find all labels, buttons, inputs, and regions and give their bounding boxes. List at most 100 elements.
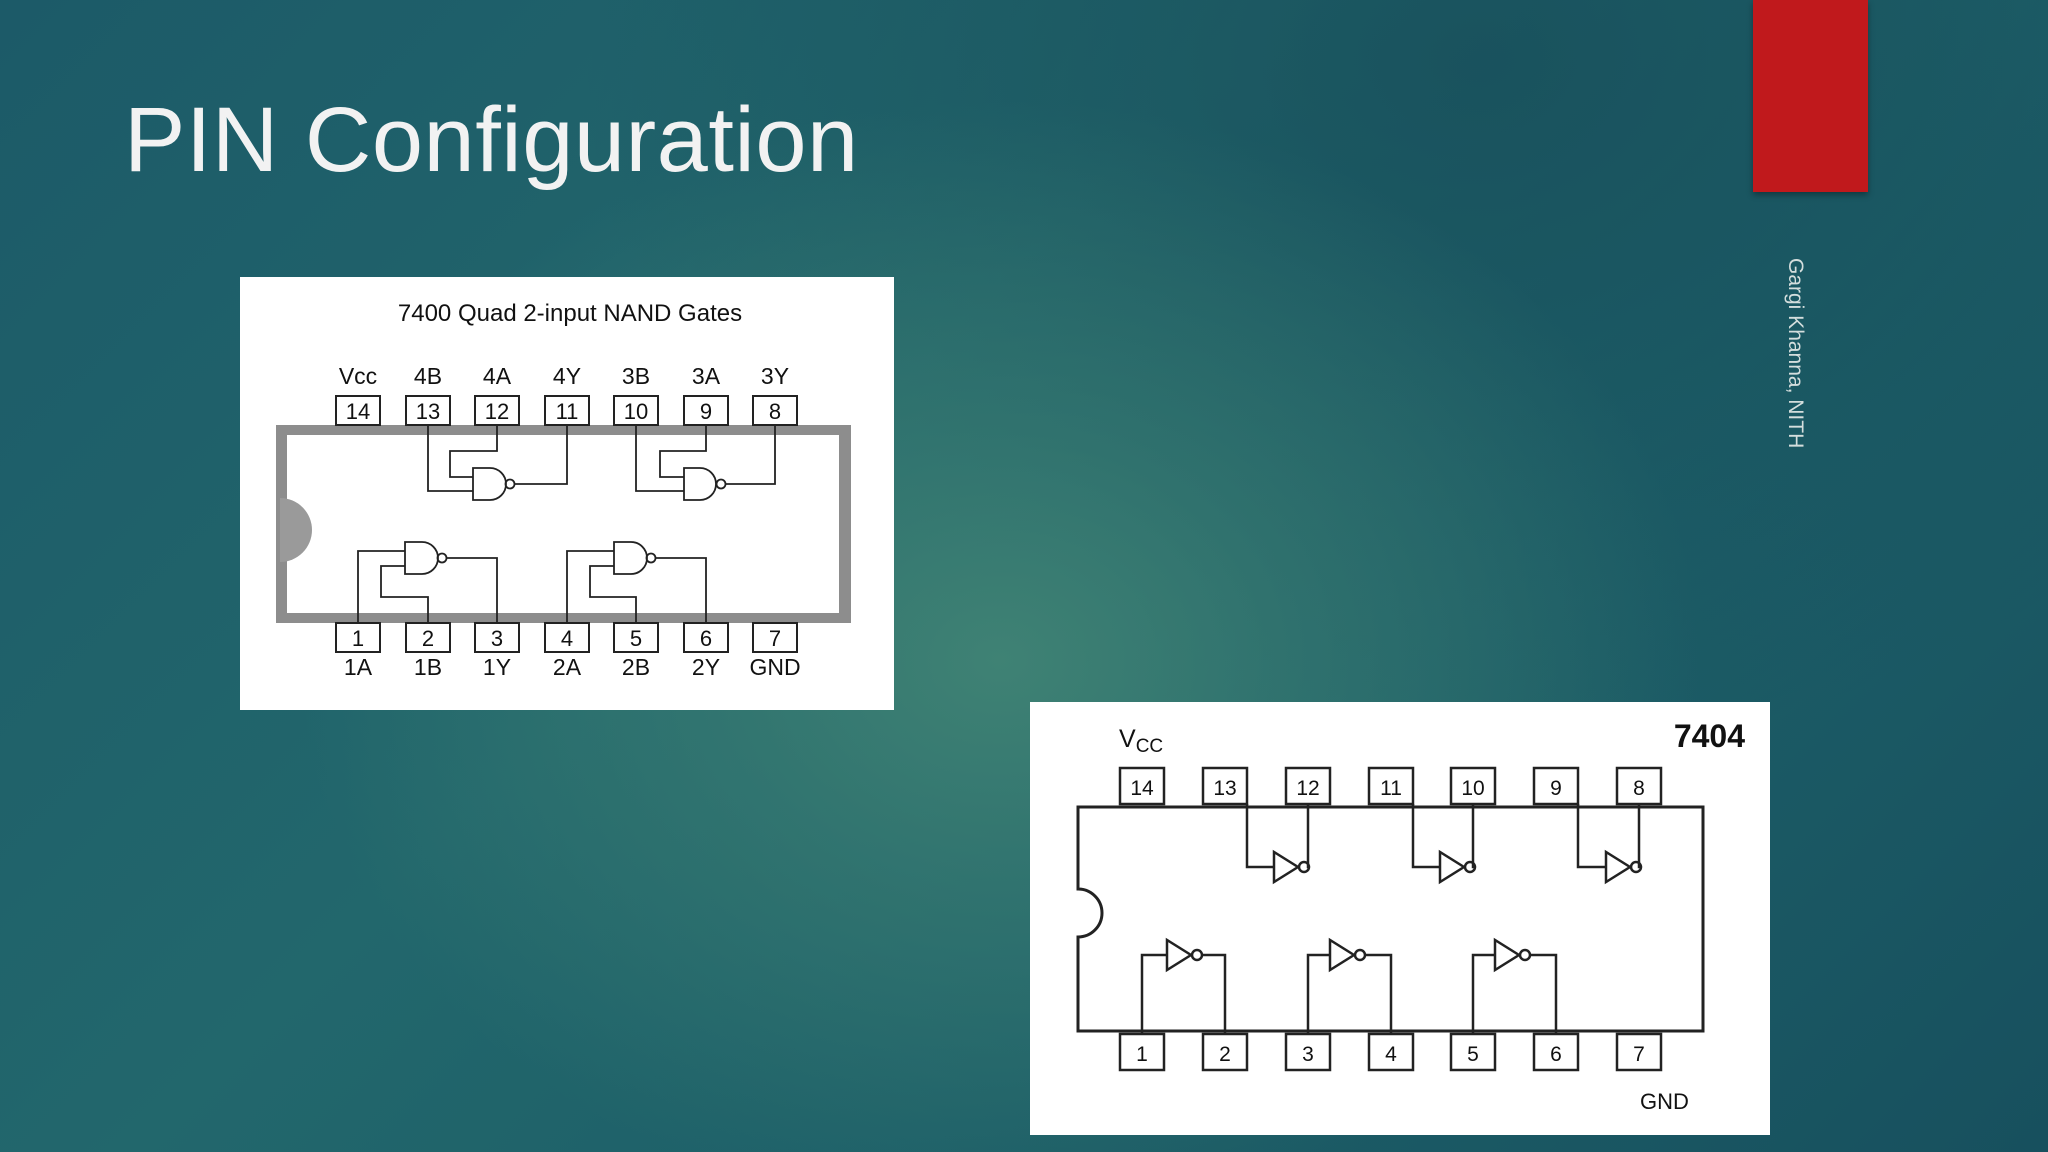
pin-box: [405, 395, 451, 426]
ic-7400-diagram: 7400 Quad 2-input NAND Gates 14 13 12 11…: [240, 277, 894, 710]
pin-label: 4B: [414, 363, 442, 389]
inversion-bubble-icon: [715, 478, 727, 490]
ic-7400-bottom-pins: 1 2 3 4 5 6 7 1A 1B 1Y 2A 2B 2Y GND: [335, 622, 801, 680]
vcc-label: VCC: [1119, 725, 1163, 757]
author-credit: Gargi Khanna, NITH: [1784, 258, 1807, 449]
pin-number: 8: [1633, 777, 1645, 800]
pin-label: 2B: [622, 654, 650, 680]
wire: [1411, 804, 1440, 869]
ic-7400-gates: [357, 425, 776, 623]
pin-number: 5: [1467, 1043, 1479, 1066]
wire: [1306, 804, 1310, 869]
wire: [566, 550, 614, 623]
pin-label: GND: [749, 654, 800, 680]
inverter-gate-icon: [1272, 849, 1301, 885]
ic-7404-top-pins: 14 13 12 11 10 9 8: [1118, 766, 1663, 806]
pin-number: 7: [1633, 1043, 1645, 1066]
wire: [1202, 953, 1227, 1034]
pin-number: 4: [1385, 1043, 1397, 1066]
pin-number: 1: [1136, 1043, 1148, 1066]
ic-7400-notch: [280, 498, 312, 562]
pin-label: 4Y: [553, 363, 581, 389]
wire: [1471, 804, 1475, 869]
inverter-gate-icon: [1493, 937, 1522, 973]
pin-number: 10: [1461, 777, 1484, 800]
wire: [659, 425, 707, 478]
pin-number: 11: [1380, 777, 1402, 800]
wire: [380, 565, 429, 623]
pin-number: 2: [1219, 1043, 1231, 1066]
pin-label: 3B: [622, 363, 650, 389]
pin-number: 9: [1550, 777, 1562, 800]
pin-number: 12: [1296, 777, 1319, 800]
vcc-label-main: V: [1119, 725, 1136, 753]
pin-number: 11: [556, 399, 579, 424]
wire: [1471, 953, 1495, 1034]
inverter-gate-icon: [1165, 937, 1194, 973]
pin-box: [335, 395, 381, 426]
wire: [1637, 804, 1641, 869]
wire: [1530, 953, 1558, 1034]
pin-number: 2: [422, 626, 434, 651]
pin-label: Vcc: [339, 363, 377, 389]
pin-number: 7: [769, 626, 781, 651]
inversion-bubble-icon: [436, 552, 448, 564]
vcc-label-sub: CC: [1136, 736, 1163, 757]
ic-7404-gates: [1140, 804, 1643, 1034]
pin-number: 9: [700, 399, 712, 424]
pin-number: 6: [700, 626, 712, 651]
pin-number: 3: [491, 626, 503, 651]
pin-number: 14: [1130, 777, 1154, 800]
pin-label: 1B: [414, 654, 442, 680]
pin-label: 3Y: [761, 363, 789, 389]
ic-7404-body: [1076, 805, 1705, 1033]
ic-7400-caption: 7400 Quad 2-input NAND Gates: [398, 300, 742, 327]
pin-label: 1Y: [483, 654, 511, 680]
ic-7400-svg: 7400 Quad 2-input NAND Gates 14 13 12 11…: [276, 300, 851, 680]
pin-box: [1615, 1032, 1663, 1072]
pin-number: 8: [769, 399, 781, 424]
slide-title: PIN Configuration: [124, 89, 859, 191]
wire: [589, 565, 637, 623]
wire: [1245, 804, 1274, 869]
pin-box: [1118, 766, 1166, 806]
pin-number: 12: [485, 399, 509, 424]
pin-number: 10: [624, 399, 648, 424]
ic-7400-top-pins: 14 13 12 11 10 9 8 Vcc 4B 4A 4Y 3B 3A 3Y: [335, 363, 798, 426]
wire: [427, 425, 473, 492]
inverter-gate-icon: [1328, 937, 1357, 973]
inverter-gate-icon: [1438, 849, 1467, 885]
wire: [1576, 804, 1606, 869]
pin-label: 2Y: [692, 654, 720, 680]
pin-box: [1201, 1032, 1249, 1072]
wire: [656, 557, 707, 623]
wire: [447, 557, 498, 623]
pin-number: 14: [346, 399, 370, 424]
wire: [515, 425, 568, 485]
ic-7404-bottom-pins: 1 2 3 4 5 6 7: [1118, 1032, 1663, 1072]
pin-box: [752, 622, 798, 653]
ic-7404-svg: 7404 VCC GND 14 13 12 11 10 9 8: [1076, 718, 1745, 1114]
pin-number: 5: [630, 626, 642, 651]
pin-number: 6: [1550, 1043, 1562, 1066]
pin-box: [1284, 1032, 1332, 1072]
pin-number: 13: [416, 399, 440, 424]
accent-bar: [1753, 0, 1868, 192]
pin-box: [1367, 1032, 1415, 1072]
pin-label: 4A: [483, 363, 512, 389]
wire: [635, 425, 684, 492]
wire: [1140, 953, 1167, 1034]
pin-box: [1367, 766, 1415, 806]
wire: [726, 425, 776, 485]
wire: [1306, 953, 1330, 1034]
gnd-label: GND: [1640, 1089, 1689, 1114]
pin-number: 3: [1302, 1043, 1314, 1066]
pin-number: 13: [1213, 777, 1236, 800]
wire: [1365, 953, 1393, 1034]
ic-7404-diagram: 7404 VCC GND 14 13 12 11 10 9 8: [1030, 702, 1770, 1135]
pin-box: [1201, 766, 1249, 806]
pin-label: 1A: [344, 654, 373, 680]
inverter-gate-icon: [1604, 849, 1633, 885]
pin-number: 1: [352, 626, 364, 651]
ic-7400-body: [287, 435, 839, 613]
